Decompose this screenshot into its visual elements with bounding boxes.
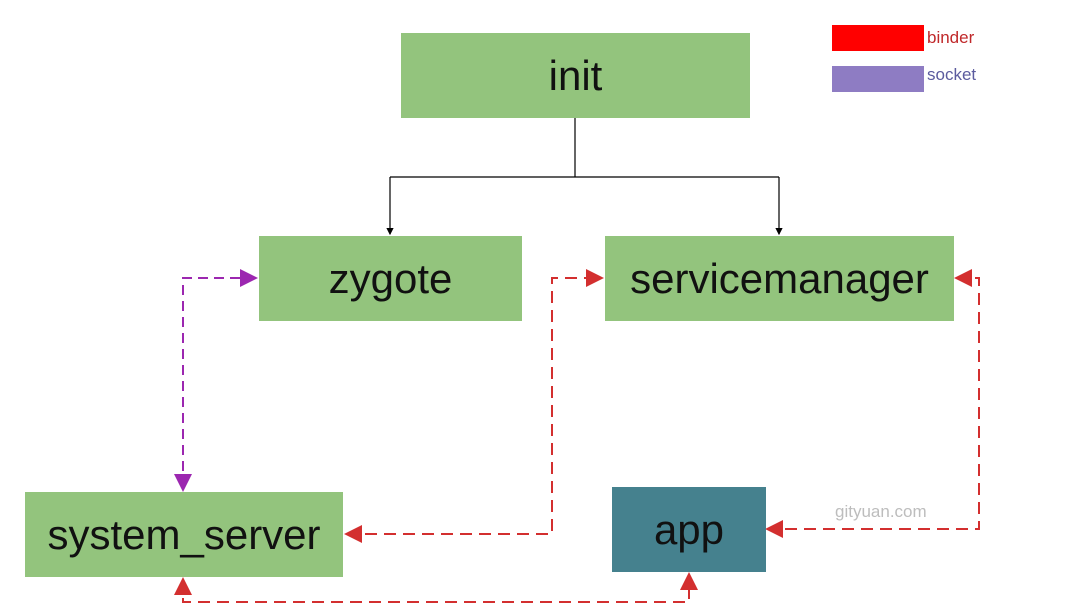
node-init: init — [401, 33, 750, 118]
edge-socket-zygote-system-server — [174, 269, 258, 492]
legend-socket-label: socket — [927, 65, 977, 84]
legend-binder-label: binder — [927, 28, 975, 47]
edge-binder-system-server-app — [174, 572, 698, 603]
legend-socket-swatch — [832, 66, 924, 92]
node-system-server: system_server — [25, 492, 343, 577]
edge-binder-servicemanager-app — [765, 269, 980, 538]
watermark: gityuan.com — [835, 502, 927, 521]
node-app: app — [612, 487, 766, 572]
node-servicemanager: servicemanager — [605, 236, 954, 321]
edge-binder-system-server-servicemanager — [344, 269, 604, 543]
node-zygote: zygote — [259, 236, 522, 321]
legend-binder-swatch — [832, 25, 924, 51]
edge-init-trunk — [390, 118, 779, 178]
